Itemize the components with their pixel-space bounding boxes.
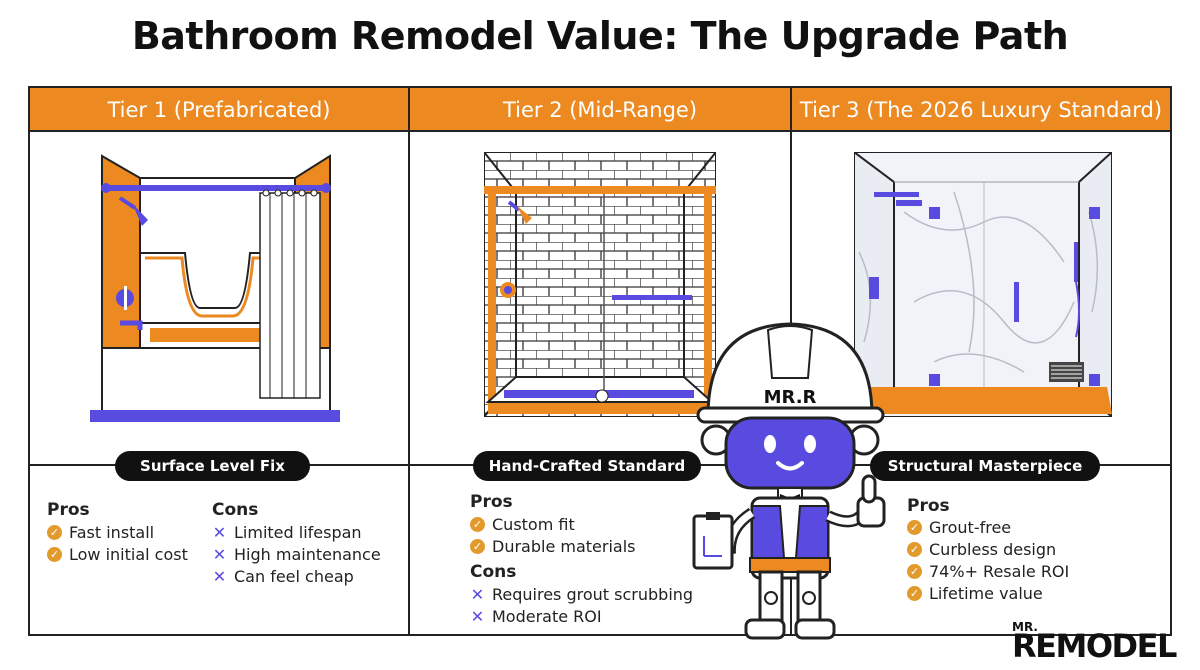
cross-icon: ✕ — [212, 567, 227, 586]
con-text: Can feel cheap — [234, 567, 354, 586]
list-item: ✓ Grout-free — [907, 518, 1011, 537]
pro-text: Low initial cost — [69, 545, 188, 564]
column-divider — [408, 86, 410, 636]
list-item: ✓ 74%+ Resale ROI — [907, 562, 1069, 581]
thumbs-up-icon — [856, 474, 886, 528]
comparison-frame — [28, 86, 1172, 636]
check-icon: ✓ — [907, 586, 922, 601]
check-icon: ✓ — [47, 525, 62, 540]
helmet-label: MR.R — [764, 387, 817, 408]
check-icon: ✓ — [907, 520, 922, 535]
tiled-shower-illustration — [484, 152, 716, 417]
robot-mascot-illustration: MR.R — [692, 322, 886, 640]
clipboard-icon — [692, 514, 734, 570]
prefab-tub-illustration — [90, 154, 340, 422]
list-item: ✓ Durable materials — [470, 537, 636, 556]
pro-text: Fast install — [69, 523, 155, 542]
tier-2-badge: Hand-Crafted Standard — [473, 451, 701, 481]
pro-text: Custom fit — [492, 515, 575, 534]
tier-3-header: Tier 3 (The 2026 Luxury Standard) — [792, 88, 1170, 132]
marble-shower-illustration — [854, 152, 1112, 417]
check-icon: ✓ — [907, 542, 922, 557]
list-item: ✕ Requires grout scrubbing — [470, 585, 693, 604]
pro-text: Lifetime value — [929, 584, 1043, 603]
check-icon: ✓ — [470, 517, 485, 532]
list-item: ✓ Custom fit — [470, 515, 575, 534]
logo-wordmark: REMODEL — [1012, 627, 1177, 665]
list-item: ✓ Fast install — [47, 523, 154, 542]
pro-text: 74%+ Resale ROI — [929, 562, 1070, 581]
tier-1-badge: Surface Level Fix — [115, 451, 310, 481]
logo-prefix: MR. — [1012, 620, 1038, 634]
check-icon: ✓ — [907, 564, 922, 579]
con-text: Requires grout scrubbing — [492, 585, 694, 604]
page-title: Bathroom Remodel Value: The Upgrade Path — [131, 14, 1069, 58]
cross-icon: ✕ — [470, 607, 485, 626]
cross-icon: ✕ — [212, 545, 227, 564]
tier-2-header: Tier 2 (Mid-Range) — [410, 88, 790, 132]
tier-3-badge: Structural Masterpiece — [870, 451, 1100, 481]
list-item: ✕ Limited lifespan — [212, 523, 362, 542]
pro-text: Grout-free — [929, 518, 1012, 537]
list-item: ✕ Can feel cheap — [212, 567, 354, 586]
check-icon: ✓ — [470, 539, 485, 554]
check-icon: ✓ — [47, 547, 62, 562]
list-item: ✓ Lifetime value — [907, 584, 1043, 603]
cons-heading: Cons — [470, 562, 517, 582]
list-item: ✓ Curbless design — [907, 540, 1056, 559]
list-item: ✕ Moderate ROI — [470, 607, 602, 626]
header-divider — [28, 130, 1172, 132]
pros-heading: Pros — [907, 496, 950, 516]
pros-heading: Pros — [470, 492, 513, 512]
cross-icon: ✕ — [470, 585, 485, 604]
con-text: Limited lifespan — [234, 523, 362, 542]
con-text: High maintenance — [234, 545, 381, 564]
pro-text: Durable materials — [492, 537, 636, 556]
pro-text: Curbless design — [929, 540, 1057, 559]
tier-1-header: Tier 1 (Prefabricated) — [30, 88, 408, 132]
list-item: ✕ High maintenance — [212, 545, 381, 564]
brand-logo: MR. REMODEL — [1012, 620, 1187, 664]
pros-heading: Pros — [47, 500, 90, 520]
cons-heading: Cons — [212, 500, 259, 520]
con-text: Moderate ROI — [492, 607, 602, 626]
list-item: ✓ Low initial cost — [47, 545, 188, 564]
cross-icon: ✕ — [212, 523, 227, 542]
